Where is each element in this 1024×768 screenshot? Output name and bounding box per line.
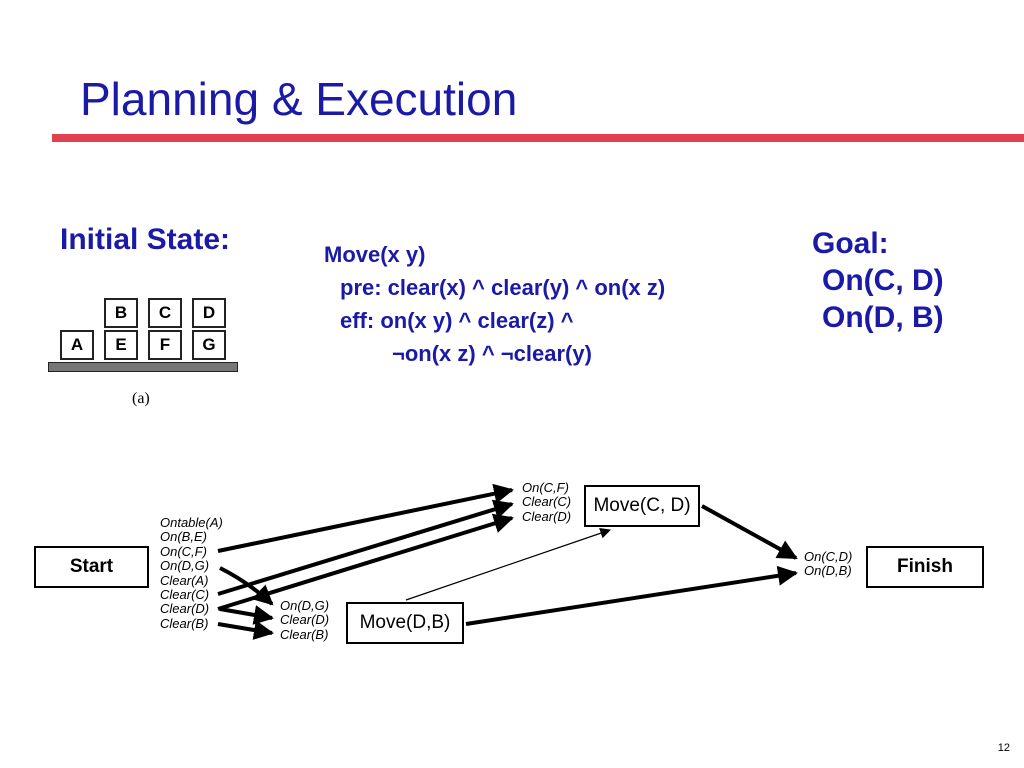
start-effect: Clear(D): [160, 601, 210, 617]
move-cd-node: Move(C, D): [584, 485, 700, 527]
slide-title: Planning & Execution: [80, 73, 518, 125]
goal-block: Goal: On(C, D) On(D, B): [812, 225, 944, 336]
precondition: On(C,D): [804, 549, 853, 564]
goal-condition-1: On(C, D): [822, 264, 944, 297]
move-db-preconditions: On(D,G) Clear(D) Clear(B): [280, 598, 330, 642]
start-effect: On(B,E): [160, 529, 207, 545]
start-effect: Clear(C): [160, 587, 210, 603]
start-effect: On(C,F): [160, 543, 207, 559]
start-effect: On(D,G): [160, 558, 210, 574]
action-signature: Move(x y): [324, 242, 426, 267]
precondition: Clear(D): [522, 508, 572, 524]
arrow-moveCD-to-finish: [701, 504, 798, 560]
action-effects-continued: ¬on(x z) ^ ¬clear(y): [392, 341, 592, 366]
arrow-onCF-to-moveCD: [217, 483, 514, 553]
move-cd-preconditions: On(C,F) Clear(C) Clear(D): [522, 480, 572, 524]
ordering-link-moveDB-to-moveCD: [405, 528, 612, 601]
page-number: 12: [997, 742, 1010, 754]
arrow-clearD-to-moveDB: [219, 605, 274, 625]
block-bottom-3: F: [148, 330, 182, 360]
block-top-2: C: [148, 298, 182, 328]
start-effect: Clear(A): [160, 572, 209, 588]
start-effect: Ontable(A): [160, 515, 223, 530]
action-schema: Move(x y) pre: clear(x) ^ clear(y) ^ on(…: [324, 238, 665, 370]
precondition: On(D,B): [804, 563, 852, 579]
finish-preconditions: On(C,D) On(D,B): [804, 549, 853, 579]
goal-heading: Goal:: [812, 227, 889, 260]
action-effects: eff: on(x y) ^ clear(z) ^: [340, 308, 574, 333]
finish-node: Finish: [866, 546, 984, 588]
precondition: Clear(D): [280, 612, 330, 628]
initial-state-heading: Initial State:: [60, 223, 231, 256]
title-divider: [52, 134, 1024, 142]
block-top-1: B: [104, 298, 138, 328]
start-effect: Clear(B): [160, 615, 209, 631]
arrow-clearC-to-moveCD: [217, 499, 514, 596]
move-db-node: Move(D,B): [346, 602, 464, 644]
goal-condition-2: On(D, B): [822, 301, 944, 334]
precondition: On(C,F): [522, 480, 569, 495]
precondition: Clear(B): [280, 626, 329, 642]
block-bottom-4: G: [192, 330, 226, 360]
precondition: Clear(C): [522, 494, 572, 510]
start-effects-list: Ontable(A) On(B,E) On(C,F) On(D,G) Clear…: [160, 515, 223, 631]
action-preconditions: pre: clear(x) ^ clear(y) ^ on(x z): [340, 275, 666, 300]
block-bottom-1: A: [60, 330, 94, 360]
figure-caption: (a): [132, 390, 150, 407]
block-top-3: D: [192, 298, 226, 328]
arrow-clearB-to-moveDB: [217, 620, 274, 640]
arrow-moveDB-to-finish: [465, 565, 798, 626]
precondition: On(D,G): [280, 598, 330, 613]
block-bottom-2: E: [104, 330, 138, 360]
arrow-onDG-to-moveDB: [219, 566, 274, 606]
table-surface: [48, 362, 238, 372]
start-node: Start: [34, 546, 149, 588]
